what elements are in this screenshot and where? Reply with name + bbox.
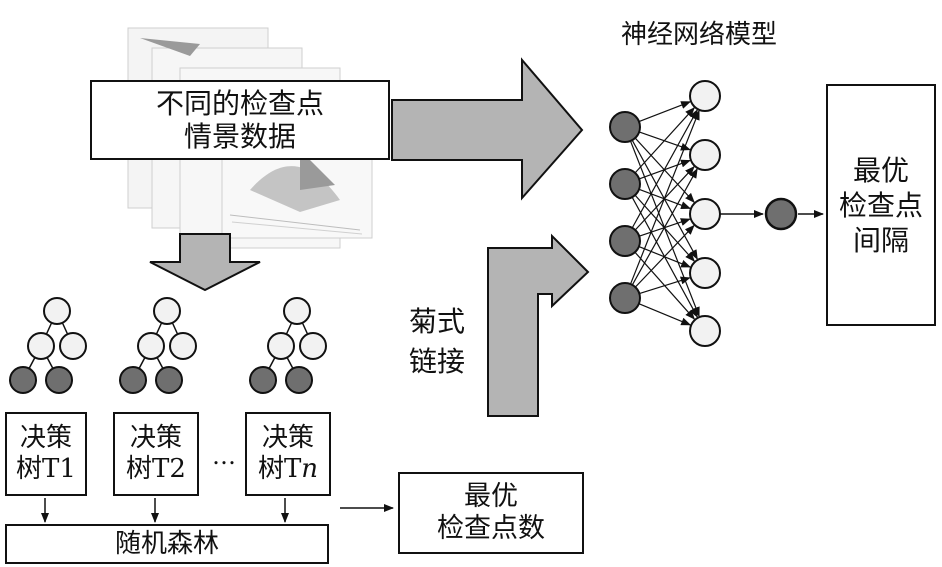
tree1-line2-suffix: 1 <box>59 454 76 484</box>
tree-graph-1-node-leaf-left <box>9 366 37 394</box>
tree-graph-1-node-left <box>27 332 55 360</box>
tree-graphs <box>9 297 327 394</box>
tree1-line2-prefix: 树T <box>16 454 60 484</box>
tree-graph-2-node-leaf-right <box>155 366 183 394</box>
nn-edge-3-1 <box>631 168 698 286</box>
tree-graph-1-node-leaf-right <box>45 366 73 394</box>
nn-edge-3-0 <box>629 109 700 285</box>
nn-output-node <box>764 197 798 231</box>
tree-graph-n-node-left <box>267 332 295 360</box>
nn-hidden-node-4 <box>689 257 721 289</box>
tree-graph-2-node-left <box>137 332 165 360</box>
arrow-daisy-chain <box>487 233 590 417</box>
nn-edge-3-2 <box>634 224 695 288</box>
page-graphic-1 <box>140 38 200 56</box>
nn-title: 神经网络模型 <box>620 20 777 50</box>
tree-graph-n-node-right <box>299 332 327 360</box>
nn-hidden-node-3 <box>689 198 721 230</box>
optimal-interval-box: 最优检查点间隔 <box>826 84 936 326</box>
optimal-count-line2: 检查点数 <box>437 513 545 544</box>
tree2-line1: 决策 <box>129 423 182 454</box>
treen-line1: 决策 <box>261 423 314 454</box>
nn-input-node-2 <box>609 168 641 200</box>
data-source-box: 不同的检查点情景数据 <box>90 80 390 160</box>
nn-input-node-3 <box>609 225 641 257</box>
nn-hidden-node-5 <box>689 315 721 347</box>
tree1-line1: 决策 <box>19 423 72 454</box>
treen-line2-suffix: n <box>301 454 319 484</box>
nn-edge-3-4 <box>638 303 692 326</box>
nn-edge-0-0 <box>638 101 692 123</box>
nn-nodes <box>609 80 798 347</box>
optimal-count-line1: 最优 <box>464 481 518 513</box>
daisy-chain-label: 菊式链接 <box>392 262 482 381</box>
tree-graph-2-node-right <box>169 332 197 360</box>
tree2-line2-suffix: 2 <box>169 454 186 484</box>
nn-hidden-node-1 <box>689 80 721 112</box>
tree-graph-n-node-root <box>283 297 311 325</box>
treen-line2-prefix: 树T <box>257 454 302 484</box>
data-source-line1: 不同的检查点 <box>155 86 324 120</box>
nn-edge-2-0 <box>631 109 698 229</box>
tree-graph-1-node-root <box>43 297 71 325</box>
nn-edge-1-0 <box>634 107 695 174</box>
arrow-data-to-nn <box>391 57 584 201</box>
nn-hidden-node-2 <box>689 139 721 171</box>
nn-edge-3-3 <box>639 276 691 295</box>
arrow-data-to-trees <box>149 233 261 292</box>
daisy-label-line2: 链接 <box>408 344 465 378</box>
data-source-line2: 情景数据 <box>183 120 296 153</box>
page-graphic-3 <box>300 150 335 190</box>
tree2-line2-prefix: 树T <box>126 454 170 484</box>
tree-graph-2 <box>119 297 197 394</box>
optimal-interval-line3: 间隔 <box>852 223 909 257</box>
decision-tree-n-box: 决策树Tn <box>245 412 331 496</box>
nn-edge-0-3 <box>631 139 698 260</box>
tree-graph-n-node-leaf-right <box>285 366 313 394</box>
optimal-count-box: 最优检查点数 <box>398 472 584 554</box>
daisy-label-line1: 菊式 <box>408 304 465 338</box>
nn-input-node-1 <box>609 111 641 143</box>
tree-graph-1-node-right <box>59 332 87 360</box>
random-forest-box: 随机森林 <box>5 524 329 564</box>
tree-graph-n-node-leaf-left <box>249 366 277 394</box>
decision-tree-1-box: 决策树T1 <box>5 412 87 496</box>
tree-graph-2-node-leaf-left <box>119 366 147 394</box>
tree-graph-2-node-root <box>153 297 181 325</box>
decision-tree-2-box: 决策树T2 <box>113 412 199 496</box>
tree-graph-1 <box>9 297 87 394</box>
optimal-interval-line2: 检查点 <box>838 188 923 222</box>
tree-graph-n <box>249 297 327 394</box>
trees-ellipsis: … <box>212 442 236 470</box>
nn-edges <box>629 101 700 326</box>
optimal-interval-line1: 最优 <box>852 153 909 187</box>
nn-input-node-4 <box>609 282 641 314</box>
